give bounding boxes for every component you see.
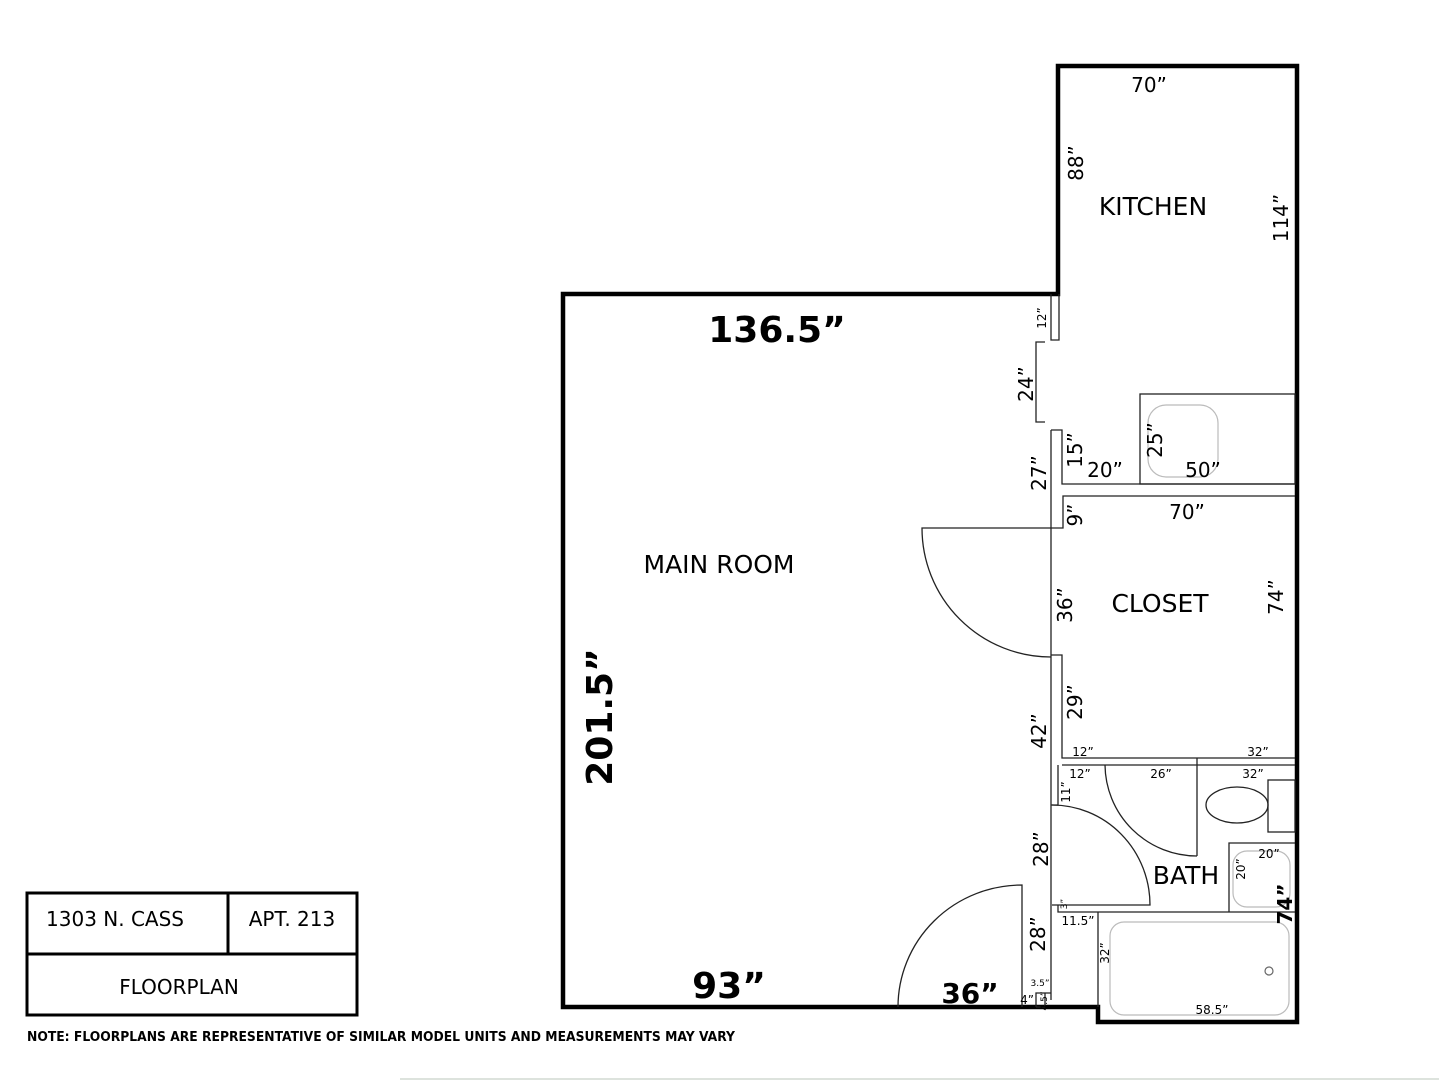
- closet-door: [921, 527, 1052, 658]
- room-label-closet: CLOSET: [1111, 589, 1209, 618]
- dim: 12”: [1069, 767, 1091, 781]
- floorplan-label: FLOORPLAN: [119, 975, 239, 999]
- dim: 12”: [1035, 307, 1049, 329]
- bath-door: [1051, 804, 1151, 906]
- bath-sink: [1232, 850, 1291, 908]
- dim: 88”: [1064, 145, 1088, 181]
- closet-wall: [1050, 528, 1295, 1000]
- dim: 32”: [1247, 745, 1269, 759]
- kitchen-sink: [1147, 404, 1219, 478]
- dim: 24”: [1014, 366, 1038, 402]
- dim: 28”: [1026, 916, 1050, 952]
- dim: 201.5”: [580, 648, 621, 786]
- dim: 50”: [1185, 458, 1221, 482]
- entry-door: [897, 884, 1023, 1008]
- dim: 3”: [1060, 899, 1070, 909]
- dim: 20”: [1234, 858, 1248, 880]
- tub-drain: [1264, 966, 1274, 976]
- address: 1303 N. CASS: [46, 907, 184, 931]
- dim: 58.5”: [1196, 1003, 1229, 1017]
- dim: 36”: [941, 977, 998, 1010]
- bath-inner-door: [1104, 764, 1198, 857]
- dim: 93”: [692, 966, 766, 1007]
- toilet-tank: [1267, 779, 1296, 833]
- dim: 70”: [1131, 73, 1167, 97]
- unit-number: APT. 213: [249, 907, 335, 931]
- entry-jamb: [1035, 992, 1051, 1008]
- dim: 29”: [1063, 684, 1087, 720]
- dim: 27”: [1027, 455, 1051, 491]
- kitchen-appliance: [1139, 393, 1296, 485]
- exterior-wall: [560, 63, 1300, 1025]
- dim: 20”: [1087, 458, 1123, 482]
- dim: 25”: [1143, 422, 1167, 458]
- dim: 11.5”: [1062, 914, 1095, 928]
- disclaimer-note: NOTE: FLOORPLANS ARE REPRESENTATIVE OF S…: [27, 1030, 736, 1045]
- dim: 4”: [1020, 993, 1034, 1007]
- bathtub: [1109, 921, 1290, 1016]
- dim: 32”: [1098, 942, 1112, 964]
- room-label-kitchen: KITCHEN: [1099, 192, 1207, 221]
- dim: 136.5”: [708, 310, 846, 351]
- dim: 32”: [1242, 767, 1264, 781]
- dim: 15”: [1063, 432, 1087, 468]
- room-label-main: MAIN ROOM: [644, 550, 795, 579]
- dim: 114”: [1269, 194, 1293, 243]
- dim: 3.5”: [1031, 979, 1050, 989]
- room-label-bath: BATH: [1153, 861, 1219, 890]
- dim: 42”: [1027, 713, 1051, 749]
- dim: 70”: [1169, 500, 1205, 524]
- dim: 9”: [1063, 503, 1087, 526]
- dim: 36”: [1053, 587, 1077, 623]
- dim: 26”: [1150, 767, 1172, 781]
- title-block: 1303 N. CASS APT. 213 FLOORPLAN: [25, 891, 359, 1017]
- toilet: [1205, 786, 1269, 824]
- dim: 74”: [1273, 884, 1297, 925]
- dim: 4.5”: [1040, 992, 1050, 1011]
- dim: 11”: [1059, 781, 1073, 803]
- dim: 20”: [1258, 847, 1280, 861]
- dim: 12”: [1072, 745, 1094, 759]
- partition-wall-12: [1050, 294, 1060, 341]
- dim: 28”: [1029, 831, 1053, 867]
- dim: 74”: [1264, 579, 1288, 615]
- opening-24: [1035, 341, 1045, 423]
